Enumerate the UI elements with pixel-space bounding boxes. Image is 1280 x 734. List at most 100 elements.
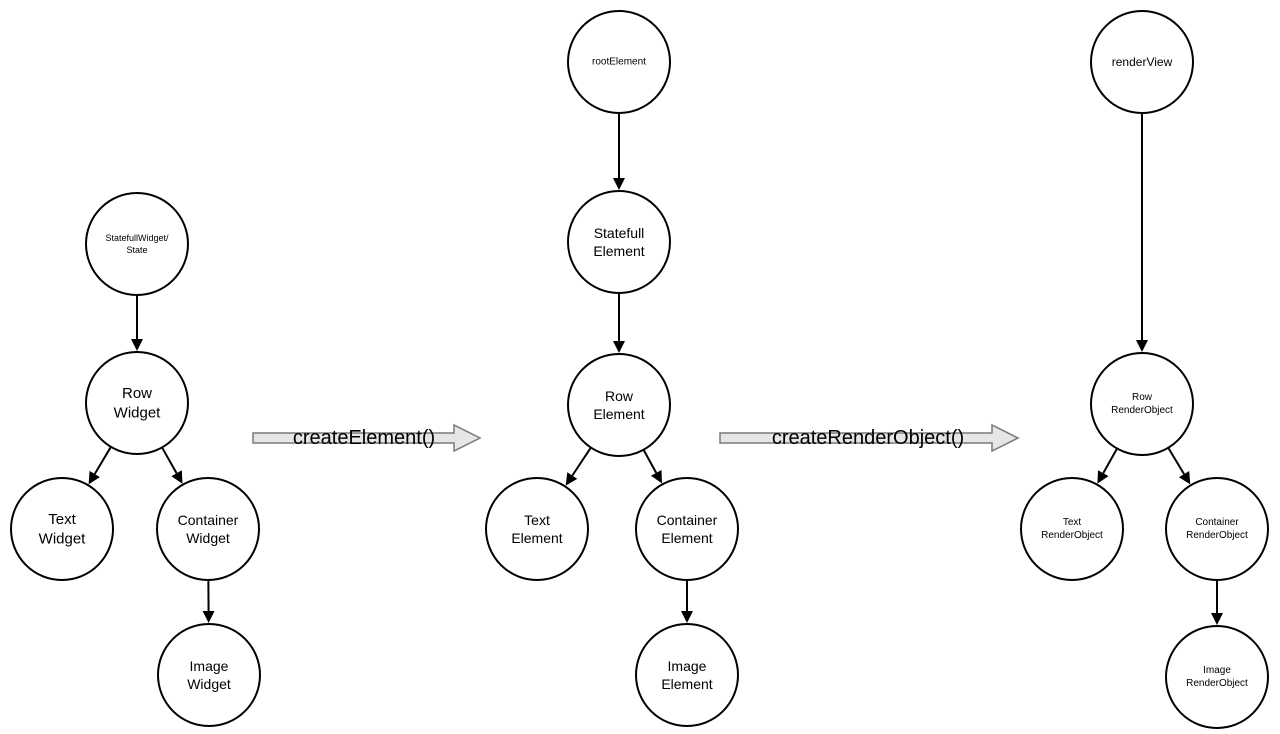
arrowhead-icon [1211,613,1223,625]
edge-e-stateful-to-e-row [613,293,625,353]
transition-label: createRenderObject() [772,427,964,449]
node-label: Row [122,385,152,402]
node-circle [156,477,260,581]
node-circle [485,477,589,581]
edge-e-row-to-e-text [565,446,592,486]
transition-arrow-shape [719,423,1020,453]
node-label: Text [1063,517,1082,528]
node-circle [85,192,189,296]
node-label: Image [190,658,229,674]
node-label: Element [593,243,644,259]
node-circle [1090,10,1194,114]
node-circle [1090,352,1194,456]
node-label: Container [657,512,718,528]
arrowhead-icon [613,178,625,190]
arrowhead-icon [131,339,143,351]
nodes-layer: StatefullWidget/StateRowWidgetTextWidget… [10,10,1269,729]
node-label: RenderObject [1186,530,1248,541]
node-label: renderView [1112,55,1173,69]
node-label: Statefull [594,225,645,241]
node-circle [567,10,671,114]
node-label: State [126,245,147,255]
node-label: Element [661,676,712,692]
node-label: Container [178,512,239,528]
edge-line [93,446,112,475]
edge-r-row-to-r-container [1167,447,1191,485]
edge-line [642,449,658,474]
node-r-root: renderView [1090,10,1194,114]
node-e-root: rootElement [567,10,671,114]
node-label: RenderObject [1041,530,1103,541]
transition-label: createElement() [293,427,435,449]
node-label: Image [668,658,707,674]
node-circle [10,477,114,581]
node-label: Widget [39,530,87,547]
node-w-root: StatefullWidget/State [85,192,189,296]
node-label: Widget [187,676,231,692]
edge-e-row-to-e-container [642,449,662,484]
edge-w-root-to-w-row [131,295,143,351]
edge-line [1102,448,1118,474]
edge-w-container-to-w-image [202,579,215,624]
transition-arrow-create-element: createElement() [252,423,482,453]
node-circle [567,190,671,294]
arrowhead-icon [88,470,100,485]
edges-layer [88,113,1223,625]
node-label: Widget [186,530,230,546]
edge-r-container-to-r-image [1211,580,1223,625]
node-label: Text [48,511,76,528]
node-circle [1020,477,1124,581]
node-circle [1165,625,1269,729]
edge-w-row-to-w-container [161,446,183,484]
node-circle [157,623,261,727]
edge-r-row-to-r-text [1097,448,1118,484]
node-circle [85,351,189,455]
transition-arrow-create-render-object: createRenderObject() [719,423,1020,453]
node-circle [635,477,739,581]
arrowhead-icon [565,472,578,486]
edge-line [161,446,178,474]
node-label: Element [661,530,712,546]
node-label: rootElement [592,57,646,68]
node-circle [1165,477,1269,581]
node-label: Row [605,388,634,404]
arrowhead-icon [650,469,662,484]
node-circle [567,353,671,457]
node-label: Container [1195,517,1239,528]
arrowhead-icon [613,341,625,353]
arrowhead-icon [1136,340,1148,352]
transition-arrow-shape [252,423,482,453]
arrowhead-icon [1097,470,1109,484]
node-label: RenderObject [1111,405,1173,416]
edge-e-container-to-e-image [681,580,693,623]
node-label: Element [593,406,644,422]
arrowhead-icon [171,470,183,484]
node-label: RenderObject [1186,678,1248,689]
arrowhead-icon [202,610,215,624]
edge-w-row-to-w-text [88,446,112,485]
node-label: Element [511,530,562,546]
edge-r-root-to-r-row [1136,113,1148,352]
node-label: Image [1203,665,1231,676]
arrowhead-icon [681,611,693,623]
node-circle [635,623,739,727]
node-label: StatefullWidget/ [105,233,169,243]
edge-e-root-to-e-stateful [613,113,625,190]
edge-line [571,446,592,477]
transition-arrows-layer: createElement() createRenderObject() [252,423,1020,453]
node-label: Row [1132,392,1153,403]
node-label: Widget [114,404,162,421]
